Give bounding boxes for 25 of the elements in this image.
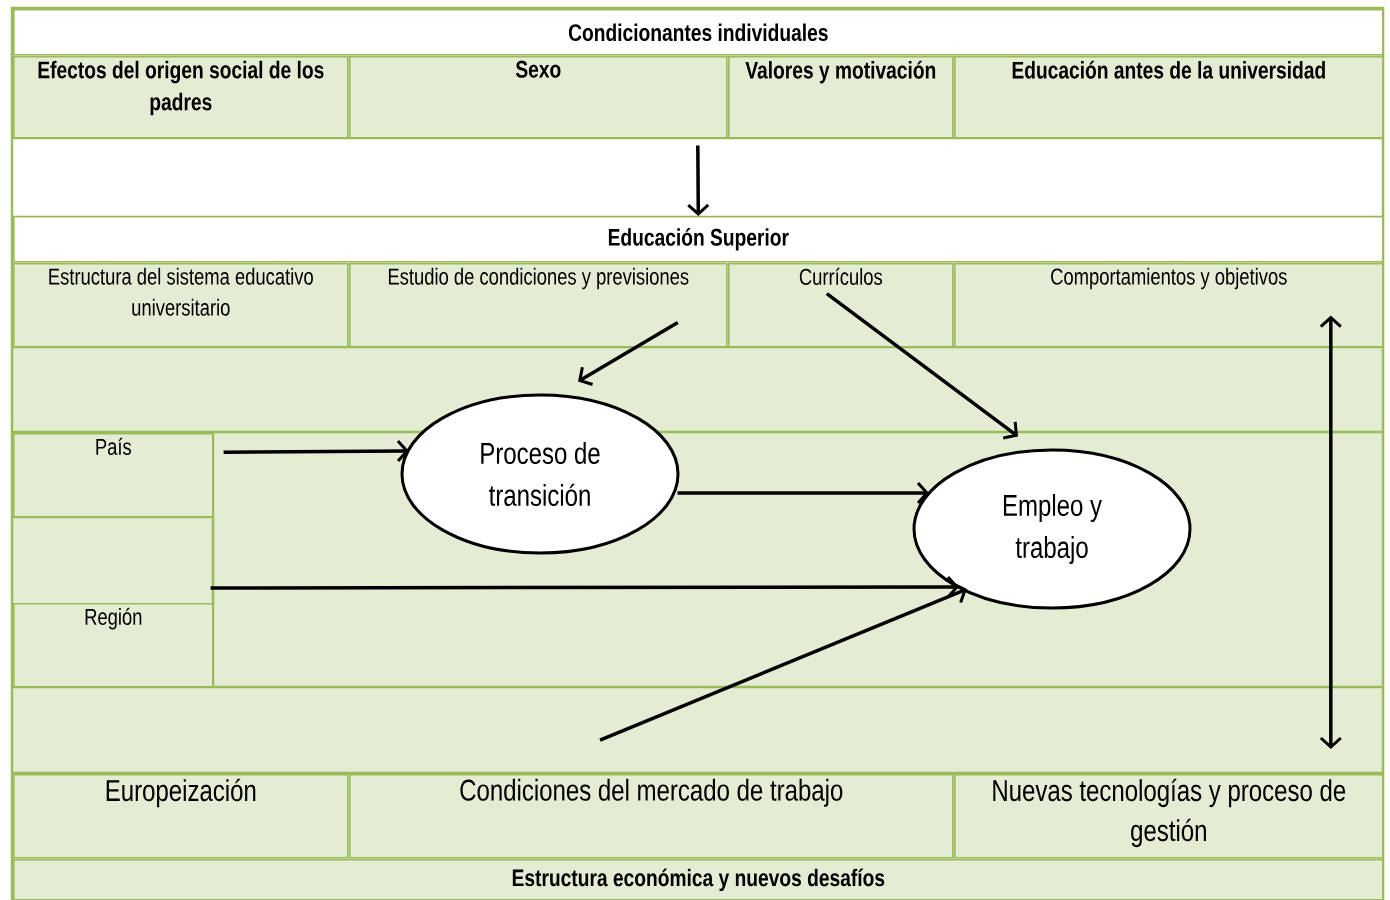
arrow [223, 440, 409, 463]
table-cell: Nuevas tecnologías y proceso de gestión [954, 774, 1384, 859]
table-cell: Currículos [728, 263, 954, 348]
table-cell: Sexo [349, 56, 728, 139]
table-cell: Estructura del sistema educativo universitario [13, 263, 349, 348]
header-band: Condicionantes individuales [13, 9, 1384, 56]
arrow [687, 145, 710, 216]
table-cell: Educación antes de la universidad [954, 56, 1384, 139]
header-band: Estructura económica y nuevos desafíos [13, 859, 1384, 900]
table-cell: Europeización [13, 774, 349, 859]
arrow [1319, 315, 1342, 749]
table-cell: Comportamientos y objetivos [954, 263, 1384, 348]
header-band: Educación Superior [13, 216, 1384, 263]
table-cell: Valores y motivación [728, 56, 954, 139]
table-cell: Región [13, 603, 214, 688]
arrow [578, 321, 679, 386]
arrow [599, 582, 967, 742]
table-cell: Efectos del origen social de los padres [13, 56, 349, 139]
table-cell: Estudio de condiciones y previsiones [349, 263, 728, 348]
table-cell: País [13, 433, 214, 518]
arrow [677, 482, 929, 504]
arrow [825, 292, 1018, 440]
ellipse-node: Proceso de transición [400, 393, 680, 555]
table-cell: Condiciones del mercado de trabajo [349, 774, 954, 859]
ellipse-node: Empleo y trabajo [912, 448, 1192, 610]
